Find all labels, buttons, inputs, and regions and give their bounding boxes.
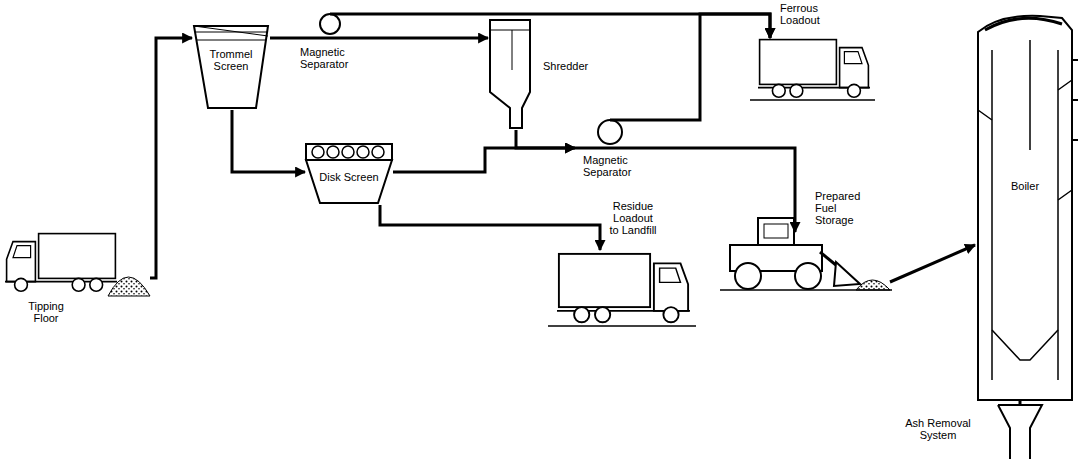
node-label: Trommel Screen (201, 48, 261, 72)
flow-line (380, 205, 600, 250)
magnetic-separator (320, 14, 340, 34)
flow-line (150, 38, 192, 278)
ash-hopper (998, 405, 1042, 459)
flow-line (380, 37, 488, 40)
node-label: Disk Screen (305, 171, 393, 183)
shredder (490, 20, 530, 128)
magnetic-separator (300, 14, 380, 38)
magnetic-separator (575, 147, 660, 150)
screen-unit: Trommel Screen (192, 22, 270, 110)
node-label: Shredder (543, 60, 598, 72)
flow-line (270, 37, 300, 40)
residue-truck (548, 325, 696, 327)
tipping-truck (108, 277, 150, 296)
front-loader (720, 218, 892, 290)
ash-system: Ash Removal System (990, 405, 1050, 459)
fuel-storage: Prepared Fuel Storage (720, 232, 890, 292)
disk-screen (312, 146, 324, 158)
loading-truck: Ferrous Loadout (752, 38, 872, 102)
disk-screen (306, 144, 392, 160)
residue-truck (548, 254, 696, 326)
node-label: Residue Loadout to Landfill (608, 200, 658, 236)
boiler (1029, 40, 1031, 150)
front-loader (735, 263, 761, 289)
front-loader (856, 280, 890, 290)
shredder-unit: Shredder (488, 18, 598, 130)
ferrous-truck (750, 40, 875, 100)
separator-unit: Magnetic Separator (300, 14, 380, 72)
tipping-truck (5, 234, 117, 292)
node-label: Prepared Fuel Storage (815, 190, 875, 226)
shredder (512, 30, 513, 70)
boiler (978, 16, 1078, 400)
flow-line (232, 110, 305, 172)
front-loader (758, 218, 794, 245)
trommel-screen (196, 32, 267, 33)
disk-screen (306, 144, 392, 203)
front-loader (834, 262, 860, 286)
disk-screen (327, 146, 339, 158)
trommel-screen (194, 26, 268, 36)
trommel-screen (194, 26, 268, 108)
magnetic-separator (300, 37, 380, 40)
ferrous-truck (758, 40, 870, 98)
boiler (978, 80, 1072, 360)
trommel-screen (197, 40, 266, 41)
boiler (978, 16, 1072, 400)
magnetic-separator (610, 119, 660, 122)
front-loader (764, 224, 788, 238)
flow-line (516, 130, 575, 148)
boiler (1072, 60, 1078, 140)
node-label: Tipping Floor (15, 300, 77, 324)
disk-screen (357, 146, 369, 158)
flow-line (660, 14, 770, 120)
flow-line (890, 245, 975, 282)
flow-line (1019, 400, 1022, 405)
residue-truck (557, 254, 690, 322)
screen-unit: Disk Screen (305, 143, 393, 205)
node-label: Ferrous Loadout (780, 2, 842, 26)
tipping-truck (5, 234, 150, 296)
magnetic-separator (598, 120, 622, 144)
shredder (490, 30, 530, 31)
node-label: Magnetic Separator (300, 46, 362, 70)
disk-screen (306, 160, 392, 203)
boiler-unit: Boiler (975, 15, 1075, 400)
separator-unit: Magnetic Separator (575, 118, 660, 180)
node-label: Ash Removal System (892, 417, 984, 441)
ash-hopper (998, 405, 1042, 459)
flow-line (660, 148, 795, 232)
boiler (985, 18, 1062, 30)
disk-screen (342, 146, 354, 158)
ferrous-truck (750, 99, 875, 101)
magnetic-separator (575, 120, 660, 148)
node-label: Magnetic Separator (583, 154, 645, 178)
disk-screen (372, 146, 384, 158)
trommel-screen (194, 26, 268, 108)
loading-truck: Residue Loadout to Landfill (552, 250, 692, 330)
shredder (490, 20, 530, 128)
flow-line (393, 148, 575, 172)
flow-line (380, 14, 770, 38)
loading-truck: Tipping Floor (5, 250, 150, 298)
node-label: Boiler (1000, 180, 1050, 192)
front-loader (795, 263, 821, 289)
magnetic-separator (330, 13, 380, 16)
